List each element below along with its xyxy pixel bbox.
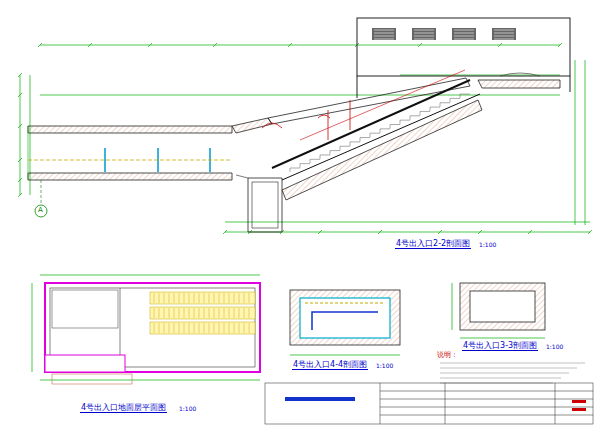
scale: 1:100 bbox=[178, 406, 197, 412]
section-title: 4号出入口3-3剖面图 bbox=[462, 342, 538, 351]
scale: 1:100 bbox=[545, 344, 564, 350]
dimension-lines bbox=[20, 45, 590, 380]
title-block bbox=[265, 383, 593, 424]
section-3-3 bbox=[460, 283, 545, 330]
scale: 1:100 bbox=[375, 363, 394, 369]
section-title: 4号出入口2-2剖面图 bbox=[395, 240, 471, 249]
axis-label: A bbox=[37, 207, 44, 214]
section-4-4 bbox=[290, 290, 400, 345]
escalator-section bbox=[272, 70, 480, 180]
structure-walls bbox=[28, 78, 560, 232]
rain-shelter bbox=[357, 18, 570, 98]
scale: 1:100 bbox=[478, 242, 497, 248]
section-title: 4号出入口地面层平面图 bbox=[80, 404, 167, 413]
plan-view bbox=[45, 283, 260, 384]
notes-heading: 说明： bbox=[436, 352, 459, 359]
section-title: 4号出入口4-4剖面图 bbox=[292, 361, 368, 370]
